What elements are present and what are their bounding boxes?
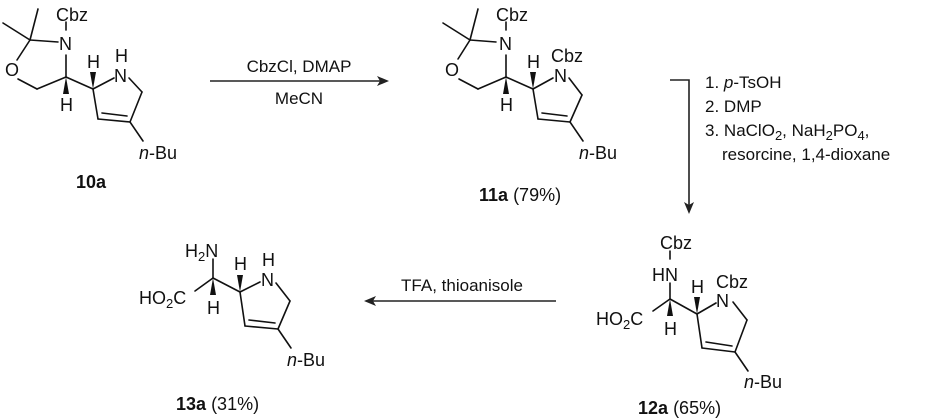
conditions-list: 1. p-TsOH 2. DMP 3. NaClO2, NaH2PO4, res… <box>705 73 890 164</box>
atom-h: H <box>115 46 128 66</box>
atom-h: H <box>60 95 73 115</box>
atom-h: H <box>500 95 513 115</box>
condition-2: 2. DMP <box>705 97 762 116</box>
atom-h: H <box>527 52 540 72</box>
substituent-n-bu: n-Bu <box>579 143 617 163</box>
atom-cbz: Cbz <box>551 46 583 66</box>
bonds-10a <box>2 8 144 142</box>
reagents-below: MeCN <box>275 89 323 108</box>
compound-label: 11a (79%) <box>479 185 561 205</box>
condition-1: 1. p-TsOH <box>705 73 782 92</box>
group-carboxylic-acid: HO2C <box>139 288 186 311</box>
compound-10a: Cbz N O H H N H n-Bu 10a <box>2 5 177 192</box>
atom-n: N <box>261 270 274 290</box>
compound-label: 12a (65%) <box>638 398 721 418</box>
atom-o: O <box>5 60 19 80</box>
reagents-above: CbzCl, DMAP <box>247 57 352 76</box>
compound-label: 10a <box>76 172 107 192</box>
atom-nh: HN <box>652 265 678 285</box>
atom-cbz: Cbz <box>716 272 748 292</box>
reagents-above: TFA, thioanisole <box>401 276 523 295</box>
group-carboxylic-acid: HO2C <box>596 309 643 332</box>
atom-h: H <box>691 277 704 297</box>
bonds-12a <box>652 250 749 372</box>
bonds-11a <box>442 8 584 142</box>
reaction-arrow-3: TFA, thioanisole <box>364 276 556 306</box>
atom-n: N <box>114 66 127 86</box>
compound-12a: Cbz HN HO2C H H N Cbz n-Bu 12a (65%) <box>596 233 782 418</box>
reaction-arrow-1: CbzCl, DMAP MeCN <box>210 57 389 108</box>
atom-n: N <box>59 34 72 54</box>
condition-3: 3. NaClO2, NaH2PO4, <box>705 121 869 143</box>
atom-n: N <box>554 66 567 86</box>
atom-cbz: Cbz <box>496 5 528 25</box>
compound-11a: Cbz N O H H N Cbz n-Bu 11a (79%) <box>442 5 617 205</box>
atom-cbz: Cbz <box>56 5 88 25</box>
substituent-n-bu: n-Bu <box>287 350 325 370</box>
compound-label: 13a (31%) <box>176 394 259 414</box>
atom-h: H <box>87 52 100 72</box>
atom-o: O <box>445 60 459 80</box>
compound-13a: H2N HO2C H H N H n-Bu 13a (31%) <box>139 241 325 414</box>
atom-h: H <box>234 254 247 274</box>
atom-n: N <box>716 291 729 311</box>
atom-h: H <box>262 250 275 270</box>
atom-n: N <box>499 34 512 54</box>
atom-h: H <box>664 319 677 339</box>
substituent-n-bu: n-Bu <box>744 372 782 392</box>
reaction-arrow-2: 1. p-TsOH 2. DMP 3. NaClO2, NaH2PO4, res… <box>670 73 890 214</box>
group-amine: H2N <box>185 241 218 264</box>
atom-cbz: Cbz <box>660 233 692 253</box>
bonds-13a <box>194 258 292 349</box>
atom-h: H <box>207 298 220 318</box>
substituent-n-bu: n-Bu <box>139 143 177 163</box>
condition-3-continued: resorcine, 1,4-dioxane <box>722 145 890 164</box>
